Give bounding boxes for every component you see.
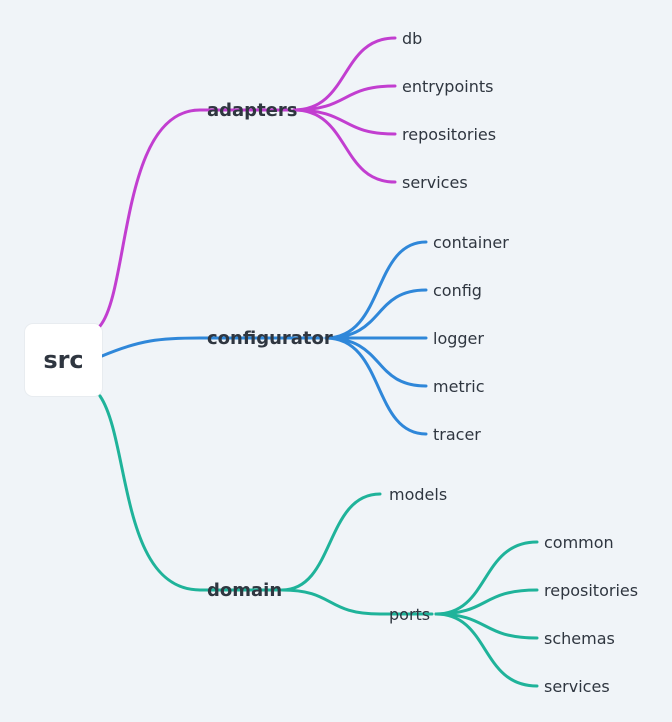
node-adapters-services[interactable]: services	[402, 173, 468, 192]
node-ports-common[interactable]: common	[544, 533, 614, 552]
node-configurator-metric[interactable]: metric	[433, 377, 485, 396]
edge-ports-common	[434, 540, 539, 616]
edge-configurator-container	[324, 240, 428, 340]
node-domain-models[interactable]: models	[389, 485, 447, 504]
edge-root-adapters	[98, 108, 202, 328]
node-ports-services[interactable]: services	[544, 677, 610, 696]
node-domain[interactable]: domain	[207, 580, 282, 601]
edge-adapters-entrypoints	[292, 84, 397, 112]
edge-adapters-services	[292, 108, 397, 184]
edge-ports-services	[434, 612, 539, 688]
edge-configurator-tracer	[324, 336, 428, 436]
root-label: src	[43, 346, 84, 374]
node-configurator-config[interactable]: config	[433, 281, 482, 300]
root-node[interactable]: src	[25, 324, 102, 396]
node-adapters-db[interactable]: db	[402, 29, 422, 48]
edge-root-domain	[98, 394, 202, 592]
node-ports-schemas[interactable]: schemas	[544, 629, 615, 648]
node-domain-ports[interactable]: ports	[389, 605, 430, 624]
node-configurator-tracer[interactable]: tracer	[433, 425, 481, 444]
node-configurator-container[interactable]: container	[433, 233, 509, 252]
edge-configurator-config	[324, 288, 428, 340]
node-adapters-repositories[interactable]: repositories	[402, 125, 496, 144]
node-configurator-logger[interactable]: logger	[433, 329, 484, 348]
edge-domain-ports	[280, 588, 382, 616]
edge-domain-models	[280, 492, 382, 592]
node-configurator[interactable]: configurator	[207, 328, 333, 349]
edge-ports-repositories	[434, 588, 539, 616]
node-adapters-entrypoints[interactable]: entrypoints	[402, 77, 493, 96]
edge-adapters-db	[292, 36, 397, 112]
node-adapters[interactable]: adapters	[207, 100, 297, 121]
edge-root-configurator	[100, 336, 202, 358]
node-ports-repositories[interactable]: repositories	[544, 581, 638, 600]
